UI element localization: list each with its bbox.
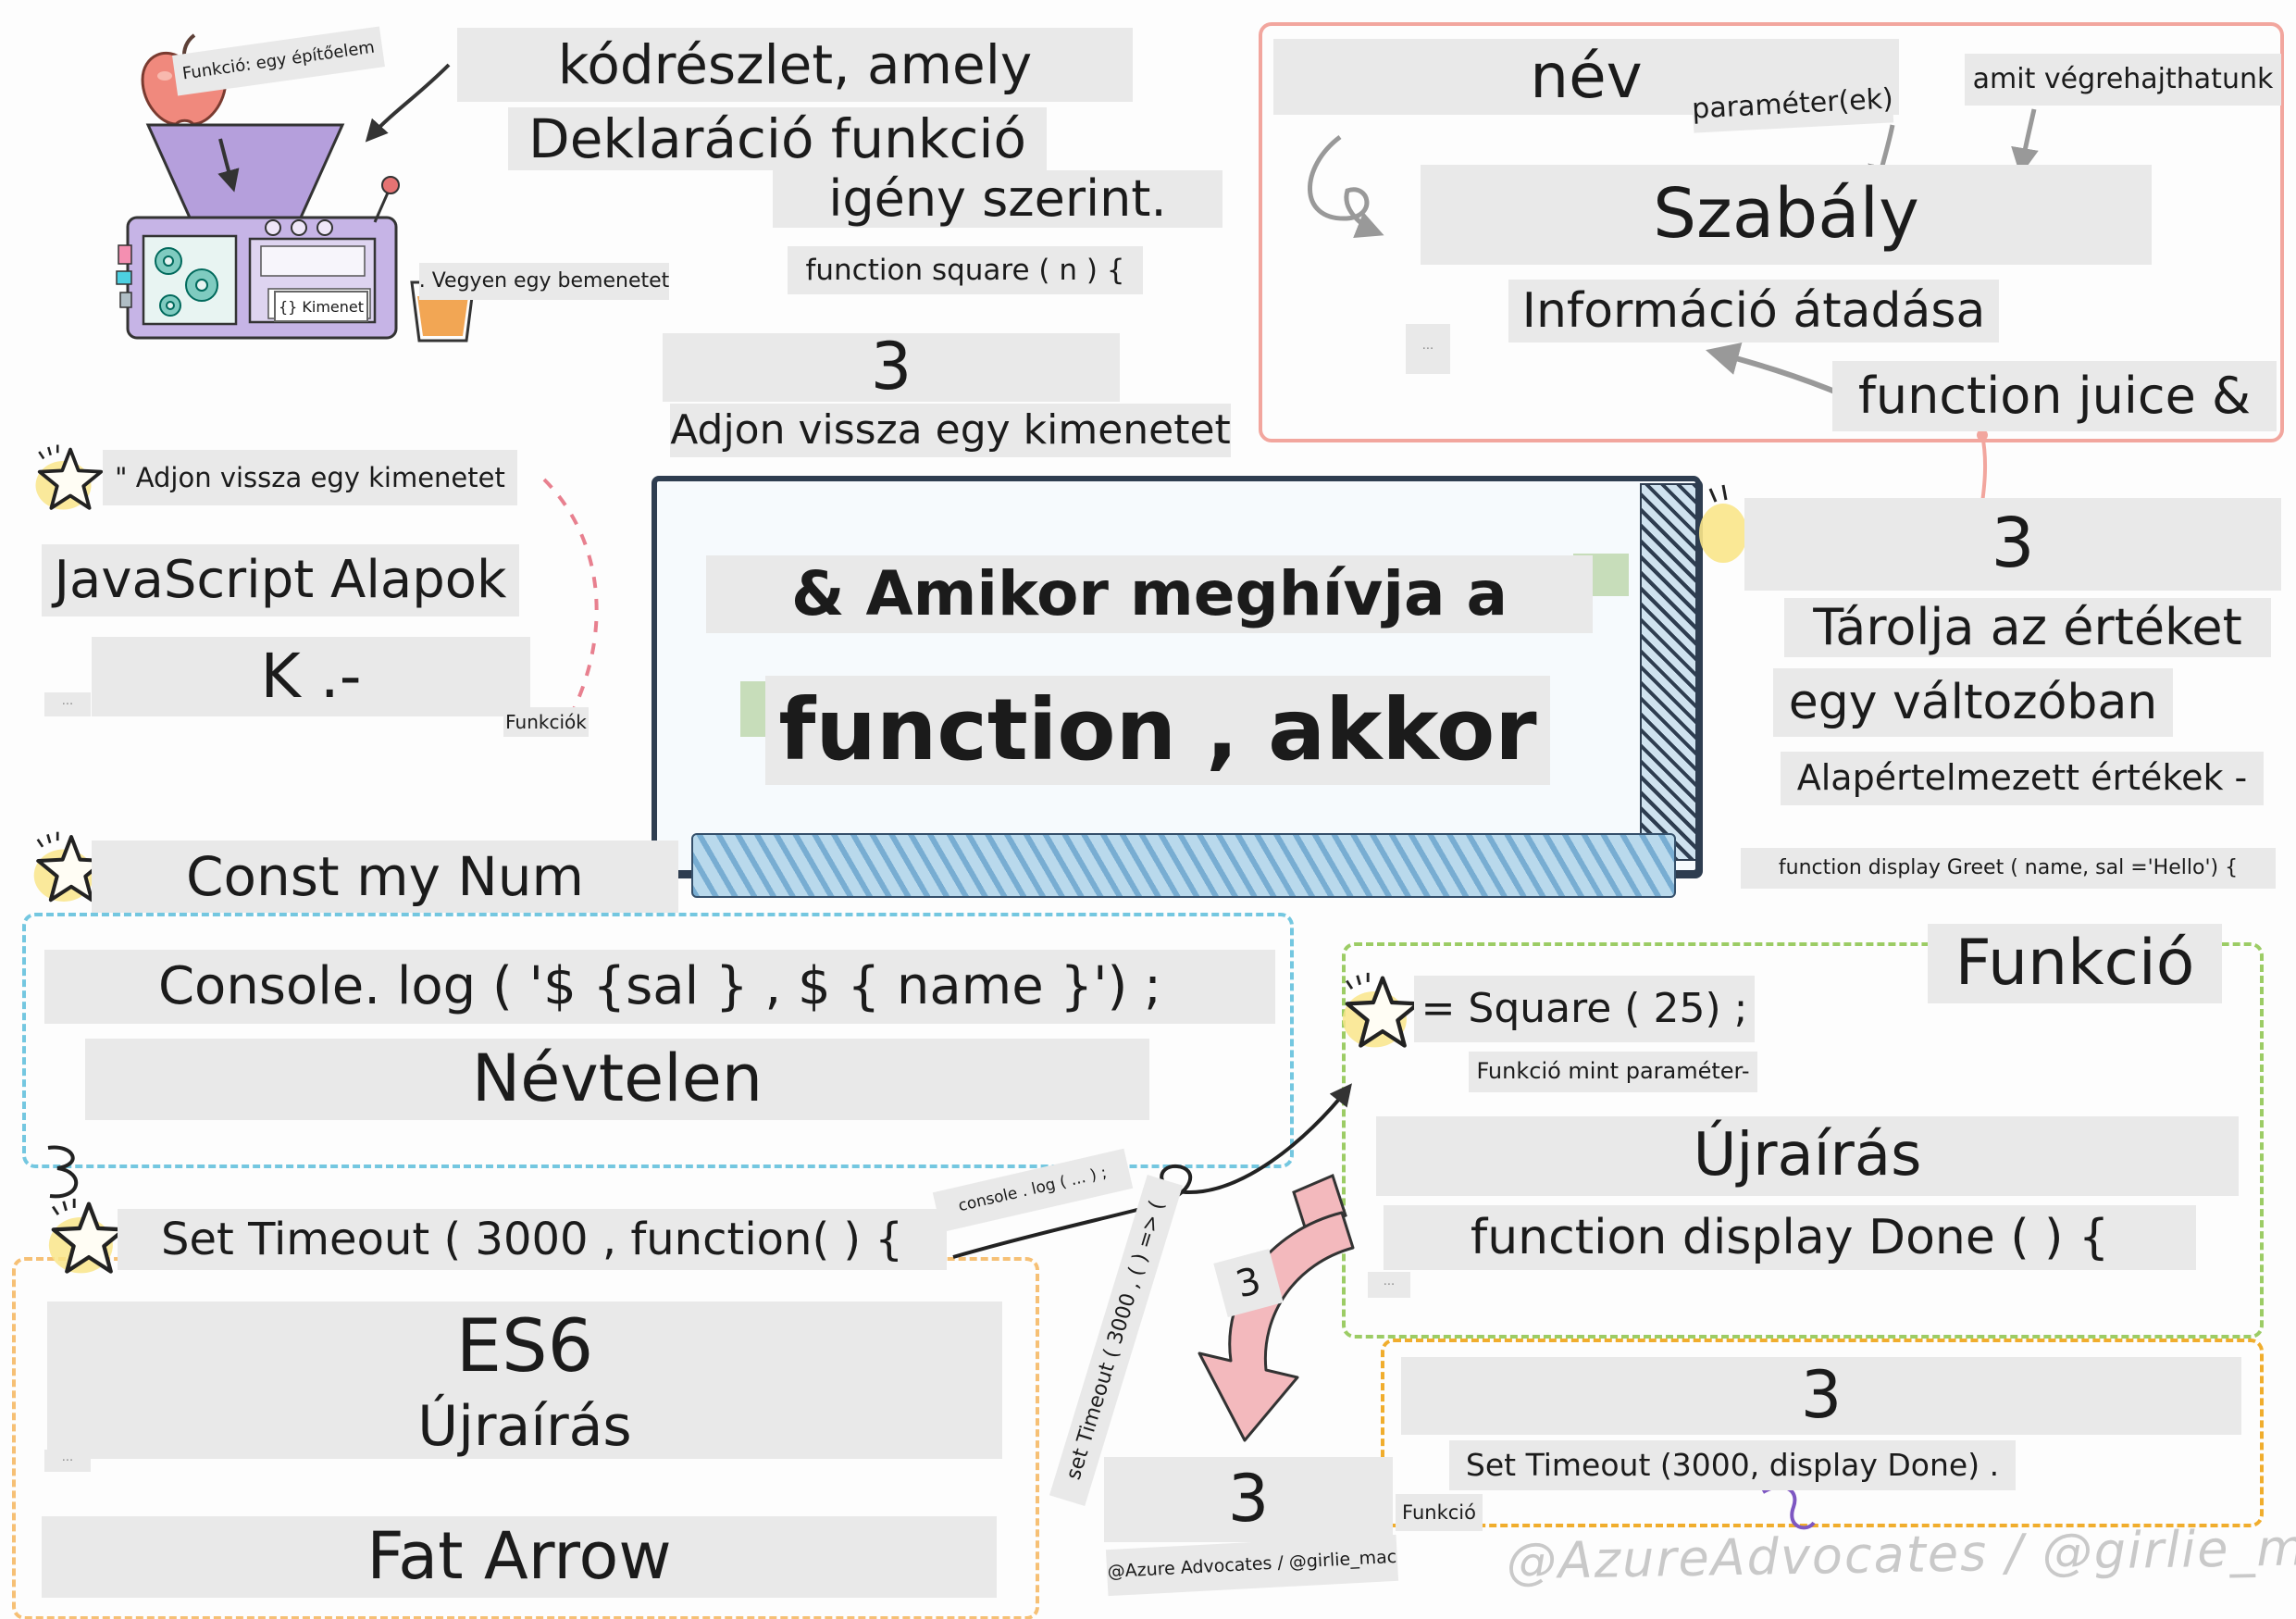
- pink-thick-arrow-icon: [1198, 1173, 1355, 1442]
- store-number: 3: [1744, 498, 2281, 591]
- nevtelen-label: Névtelen: [85, 1039, 1149, 1120]
- declaration-line3: igény szerint.: [773, 170, 1222, 228]
- declaration-line4: Adjon vissza egy kimenetet: [670, 404, 1231, 457]
- basics-subtitle: K .-: [92, 637, 530, 716]
- console-box-outline: [22, 913, 1294, 1168]
- center-line1: & Amikor meghívja a: [706, 555, 1593, 633]
- funkcio-small-label: Funkció: [1396, 1494, 1483, 1531]
- yellow-blob: [1699, 504, 1747, 563]
- done-box-outline: [1381, 1339, 2264, 1527]
- rule-code: function juice &: [1832, 361, 2277, 431]
- timeout-tiny-note: ···: [44, 1450, 91, 1472]
- pink-dashed-arc: [542, 478, 599, 725]
- center-line2: function , akkor: [765, 676, 1550, 785]
- square-title: Újraírás: [1376, 1116, 2239, 1196]
- store-line1: Tárolja az értéket: [1784, 598, 2271, 657]
- star-icon: [1340, 970, 1425, 1055]
- declaration-number: 3: [663, 333, 1120, 402]
- square-code: = Square ( 25) ;: [1414, 976, 1755, 1042]
- declaration-line1: kódrészlet, amely: [457, 28, 1133, 102]
- star-icon: [33, 442, 107, 517]
- declaration-code: function square ( n ) {: [788, 246, 1143, 294]
- rule-subtitle: Információ átadása: [1508, 280, 1999, 342]
- funkciok-label: Funkciók: [503, 707, 589, 737]
- machine-input-note: . Vegyen egy bemenetet: [419, 263, 669, 300]
- console-code: Console. log ( '$ {sal } , $ { name }') …: [44, 950, 1275, 1024]
- rule-tiny-note: ···: [1406, 324, 1450, 374]
- doodle-number-big: 3: [1104, 1457, 1393, 1542]
- store-line3: Alapértelmezett értékek -: [1781, 752, 2264, 805]
- center-box-fold-hatch: [1640, 483, 1697, 861]
- antenna-ball: [381, 176, 400, 194]
- square-tiny-note: ···: [1368, 1272, 1410, 1298]
- done-code: Set Timeout (3000, display Done) .: [1449, 1440, 2016, 1490]
- const-title: Const my Num: [92, 841, 678, 913]
- square-note: Funkció mint paraméter-: [1469, 1052, 1757, 1092]
- ujrairas-label: Újraírás: [47, 1394, 1002, 1459]
- done-number: 3: [1401, 1357, 2241, 1435]
- rotated-number: 3: [1213, 1248, 1284, 1318]
- rule-title: Szabály: [1421, 165, 2152, 265]
- rule-exec-label: amit végrehajthatunk: [1965, 54, 2281, 106]
- credit-label: @Azure Advocates / @girlie_mac: [1105, 1534, 1399, 1597]
- basics-tiny-note: ···: [44, 692, 91, 716]
- square-code2: function display Done ( ) {: [1384, 1205, 2196, 1270]
- watermark-signature: @AzureAdvocates / @girlie_mac: [1506, 1517, 2296, 1591]
- es6-title: ES6: [47, 1301, 1002, 1394]
- store-line2: egy változóban: [1773, 668, 2173, 737]
- fat-arrow-label: Fat Arrow: [42, 1516, 997, 1598]
- rule-box-outline: [1259, 22, 2284, 442]
- settimeout-code: Set Timeout ( 3000 , function( ) {: [118, 1209, 947, 1270]
- tick-marks: [1708, 484, 1728, 503]
- declaration-line2: Deklaráció funkció: [508, 107, 1047, 170]
- basics-title: JavaScript Alapok: [42, 544, 519, 616]
- basics-quote: " Adjon vissza egy kimenetet: [103, 450, 517, 505]
- store-code: function display Greet ( name, sal ='Hel…: [1741, 848, 2276, 889]
- funkcio-heading: Funkció: [1928, 924, 2222, 1003]
- gear-icon: [155, 247, 218, 317]
- blue-watercolor-band: [691, 833, 1676, 898]
- machine-output-label: {} Kimenet: [274, 291, 368, 322]
